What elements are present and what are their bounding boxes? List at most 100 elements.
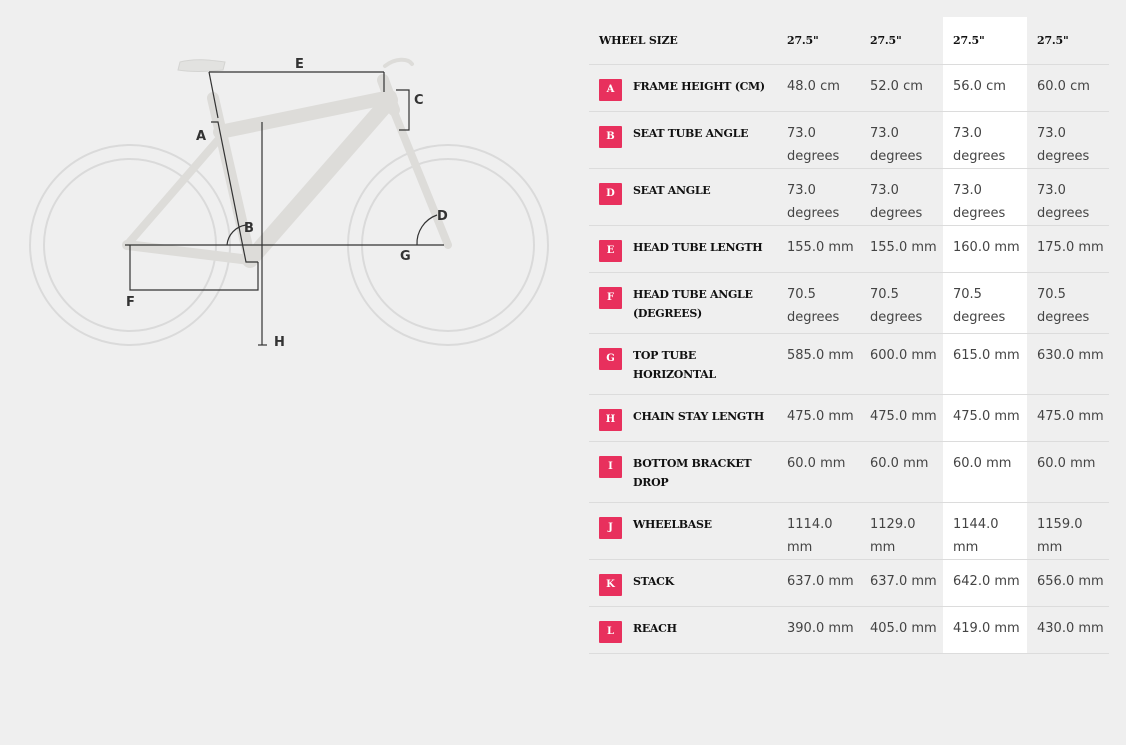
value-cell: 155.0 mm (860, 225, 943, 273)
measurement-label: WHEELBASE (633, 518, 712, 531)
value-cell: 155.0 mm (777, 225, 860, 273)
value-cell: 475.0 mm (777, 394, 860, 442)
measurement-label: REACH (633, 622, 677, 635)
measurement-label: FRAME HEIGHT (CM) (633, 80, 765, 93)
measurement-label-wrap: F HEAD TUBE ANGLE (DEGREES) (599, 285, 773, 323)
bike-geometry-diagram: E C A B D G F H (0, 0, 580, 400)
value-cell: 175.0 mm (1027, 225, 1109, 273)
value-cell: 637.0 mm (860, 559, 943, 607)
measurement-label-wrap: I BOTTOM BRACKET DROP (599, 454, 773, 492)
table-header-row: WHEEL SIZE 27.5" 27.5" 27.5" 27.5" (589, 17, 1109, 65)
label-G: G (400, 249, 411, 264)
value-cell: 73.0 degrees (777, 168, 860, 226)
geometry-table: WHEEL SIZE 27.5" 27.5" 27.5" 27.5" A FRAM… (589, 17, 1109, 654)
value-cell: 615.0 mm (943, 333, 1027, 395)
label-B: B (244, 221, 254, 236)
bike-diagram-svg: E C A B D G F H (29, 57, 549, 350)
value-cell: 160.0 mm (943, 225, 1027, 273)
size-column-header: 27.5" (777, 17, 860, 65)
value-cell: 642.0 mm (943, 559, 1027, 607)
measurement-letter-badge: G (599, 348, 622, 370)
measurement-cell: F HEAD TUBE ANGLE (DEGREES) (589, 272, 777, 334)
value-cell: 1114.0 mm (777, 502, 860, 560)
measurement-cell: G TOP TUBE HORIZONTAL (589, 333, 777, 395)
measurement-label: BOTTOM BRACKET DROP (633, 457, 752, 489)
label-E: E (295, 57, 304, 72)
value-cell: 390.0 mm (777, 606, 860, 654)
value-cell: 60.0 mm (860, 441, 943, 503)
value-cell: 73.0 degrees (860, 111, 943, 169)
measurement-letter-badge: A (599, 79, 622, 101)
value-cell: 637.0 mm (777, 559, 860, 607)
value-cell: 405.0 mm (860, 606, 943, 654)
measurement-letter-badge: F (599, 287, 622, 309)
value-cell: 56.0 cm (943, 64, 1027, 112)
measurement-cell: I BOTTOM BRACKET DROP (589, 441, 777, 503)
value-cell: 70.5 degrees (860, 272, 943, 334)
value-cell: 60.0 mm (1027, 441, 1109, 503)
measurement-cell: A FRAME HEIGHT (CM) (589, 64, 777, 112)
measurement-letter-badge: K (599, 574, 622, 596)
label-D: D (437, 209, 448, 224)
measurement-label-wrap: J WHEELBASE (599, 515, 773, 539)
value-cell: 475.0 mm (943, 394, 1027, 442)
value-cell: 1159.0 mm (1027, 502, 1109, 560)
measurement-cell: L REACH (589, 606, 777, 654)
value-cell: 73.0 degrees (943, 168, 1027, 226)
measurement-label: CHAIN STAY LENGTH (633, 410, 764, 423)
size-column-header: 27.5" (860, 17, 943, 65)
value-cell: 419.0 mm (943, 606, 1027, 654)
wheel-size-header: WHEEL SIZE (589, 17, 777, 65)
measurement-letter-badge: E (599, 240, 622, 262)
label-A: A (196, 129, 206, 144)
measurement-label: STACK (633, 575, 674, 588)
measurement-letter-badge: L (599, 621, 622, 643)
value-cell: 630.0 mm (1027, 333, 1109, 395)
measurement-cell: E HEAD TUBE LENGTH (589, 225, 777, 273)
bike-frame (122, 57, 452, 268)
value-cell: 60.0 mm (943, 441, 1027, 503)
value-cell: 48.0 cm (777, 64, 860, 112)
measurement-label-wrap: L REACH (599, 619, 773, 643)
value-cell: 1129.0 mm (860, 502, 943, 560)
measurement-letter-badge: I (599, 456, 622, 478)
value-cell: 73.0 degrees (1027, 111, 1109, 169)
measurement-label: TOP TUBE HORIZONTAL (633, 349, 716, 381)
measurement-label-wrap: E HEAD TUBE LENGTH (599, 238, 773, 262)
value-cell: 60.0 mm (777, 441, 860, 503)
measurement-label-wrap: G TOP TUBE HORIZONTAL (599, 346, 773, 384)
measurement-letter-badge: J (599, 517, 622, 539)
value-cell: 600.0 mm (860, 333, 943, 395)
value-cell: 73.0 degrees (777, 111, 860, 169)
value-cell: 70.5 degrees (777, 272, 860, 334)
measurement-lines (125, 71, 444, 346)
value-cell: 475.0 mm (860, 394, 943, 442)
measurement-letter-badge: D (599, 183, 622, 205)
measurement-label: HEAD TUBE LENGTH (633, 241, 763, 254)
value-cell: 70.5 degrees (943, 272, 1027, 334)
value-cell: 585.0 mm (777, 333, 860, 395)
size-column-header: 27.5" (1027, 17, 1109, 65)
measurement-label-wrap: K STACK (599, 572, 773, 596)
label-F: F (126, 295, 135, 310)
value-cell: 430.0 mm (1027, 606, 1109, 654)
value-cell: 70.5 degrees (1027, 272, 1109, 334)
size-column-header: 27.5" (943, 17, 1027, 65)
measurement-cell: J WHEELBASE (589, 502, 777, 560)
measurement-label: HEAD TUBE ANGLE (DEGREES) (633, 288, 753, 320)
